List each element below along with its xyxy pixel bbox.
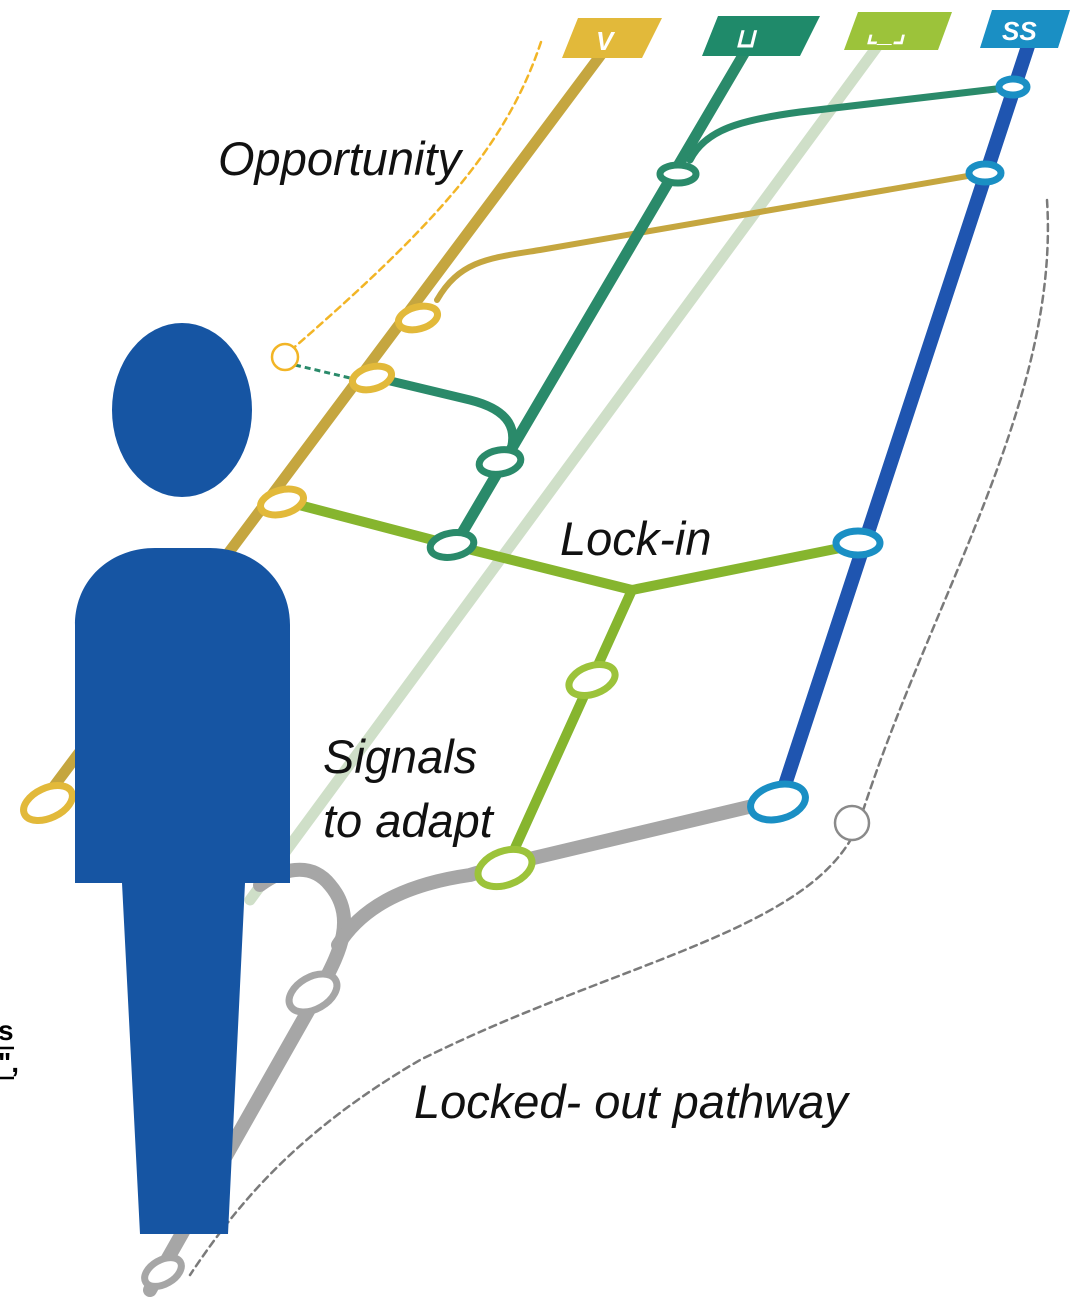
lime-line-down	[500, 585, 637, 875]
locked-out-dashed-boundary	[188, 198, 1050, 1277]
blue-station-4	[747, 780, 809, 824]
grey-station-2	[141, 1254, 185, 1290]
teal-station-2	[475, 446, 525, 478]
sign-lime: ⌞_⌟	[844, 12, 952, 50]
svg-text:SS: SS	[1002, 16, 1037, 46]
sign-teal: ⊔	[702, 16, 820, 56]
blue-station-2	[965, 160, 1005, 186]
teal-station-3	[426, 529, 478, 561]
gold-station-4	[20, 782, 76, 824]
lime-station-1	[565, 660, 619, 700]
gold-station-3	[257, 485, 307, 519]
lime-station-2	[474, 845, 536, 891]
pale-line	[244, 34, 888, 906]
edge-text-top: s	[0, 1015, 14, 1046]
gold-branch-line	[434, 170, 988, 303]
sign-blue: SS	[980, 10, 1070, 48]
blue-station-1	[995, 75, 1031, 99]
person-head	[112, 323, 252, 497]
person-body	[75, 548, 290, 1234]
person-silhouette	[75, 323, 290, 1234]
gold-station-1	[394, 302, 442, 334]
teal-branch-lower	[373, 373, 518, 463]
lock-in-label: Lock-in	[560, 512, 712, 565]
grey-branch-line	[331, 793, 785, 952]
opportunity-station	[270, 342, 300, 372]
grey-station-1	[285, 970, 341, 1016]
signals-label-line1: Signals	[323, 730, 477, 783]
edge-text-bottom: ",	[0, 1047, 19, 1078]
sign-gold: V	[562, 18, 662, 58]
blue-station-3	[832, 527, 884, 559]
lime-lock-in-lines	[275, 495, 860, 595]
svg-text:V: V	[596, 26, 616, 56]
locked-out-station	[833, 804, 871, 842]
blue-line	[773, 33, 1037, 807]
opportunity-connector	[294, 363, 351, 380]
teal-station-1	[656, 161, 700, 187]
opportunity-label: Opportunity	[218, 132, 463, 185]
gold-station-2	[348, 362, 396, 394]
teal-branch-upper	[686, 83, 1017, 164]
signals-label-line2: to adapt	[323, 794, 495, 847]
svg-text:⌞_⌟: ⌞_⌟	[866, 18, 906, 48]
locked-out-label: Locked- out pathway	[414, 1075, 850, 1128]
svg-text:⊔: ⊔	[735, 23, 758, 53]
opportunity-dashed-boundary	[280, 40, 543, 360]
